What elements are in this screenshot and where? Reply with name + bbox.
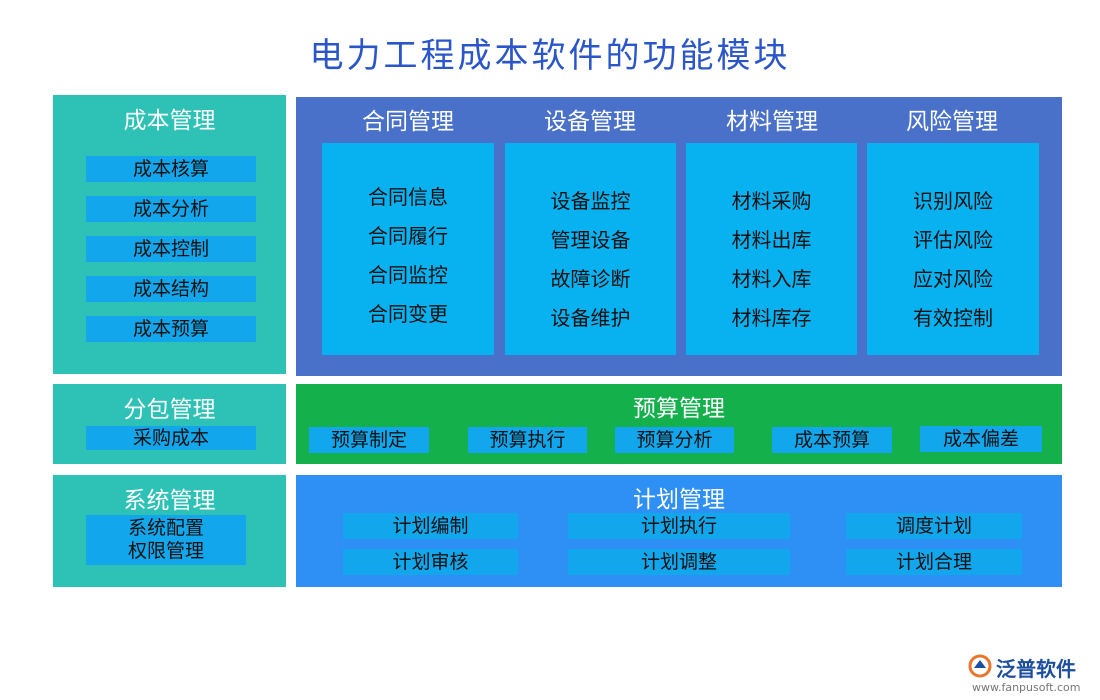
risk-item: 有效控制: [913, 306, 993, 330]
budget-item: 预算分析: [615, 427, 734, 453]
plan-item: 计划审核: [343, 549, 518, 575]
cost-item: 成本核算: [86, 156, 256, 182]
brand-mark-icon: [968, 654, 992, 678]
risk-item: 评估风险: [913, 228, 993, 252]
subcontract-title: 分包管理: [123, 397, 216, 423]
risk-management-title: 风险管理: [906, 109, 998, 135]
budget-item: 预算制定: [309, 427, 429, 453]
equipment-card: 设备监控 管理设备 故障诊断 设备维护: [505, 143, 676, 355]
budget-panel: 预算管理 预算制定 预算执行 预算分析 成本预算 成本偏差: [296, 384, 1062, 464]
system-title: 系统管理: [123, 488, 216, 514]
brand-name: 泛普软件: [996, 657, 1076, 681]
plan-item: 计划调整: [568, 549, 790, 575]
system-item: 系统配置: [127, 517, 204, 540]
risk-card: 识别风险 评估风险 应对风险 有效控制: [867, 143, 1039, 355]
cost-management-title: 成本管理: [123, 108, 216, 134]
cost-item: 成本分析: [86, 196, 256, 222]
material-item: 材料采购: [731, 189, 812, 213]
equipment-item: 设备维护: [550, 306, 631, 330]
subcontract-item: 采购成本: [86, 426, 256, 450]
material-management-title: 材料管理: [726, 109, 818, 135]
risk-item: 应对风险: [913, 267, 993, 291]
contract-item: 合同变更: [368, 302, 448, 326]
contract-card: 合同信息 合同履行 合同监控 合同变更: [322, 143, 494, 355]
risk-item: 识别风险: [913, 189, 993, 213]
system-item: 权限管理: [127, 540, 204, 562]
material-card: 材料采购 材料出库 材料入库 材料库存: [686, 143, 857, 355]
plan-item: 计划执行: [568, 513, 790, 539]
material-item: 材料入库: [731, 267, 812, 291]
plan-item: 调度计划: [846, 513, 1022, 539]
plan-item: 计划编制: [343, 513, 518, 539]
contract-management-title: 合同管理: [362, 109, 454, 135]
cost-item: 成本控制: [86, 236, 256, 262]
cost-management-panel: 成本管理 成本核算 成本分析 成本控制 成本结构 成本预算: [53, 95, 286, 374]
contract-item: 合同信息: [368, 185, 448, 209]
contract-item: 合同监控: [368, 263, 448, 287]
budget-item: 成本预算: [772, 427, 892, 453]
material-item: 材料库存: [731, 306, 812, 330]
equipment-item: 设备监控: [550, 189, 631, 213]
equipment-item: 管理设备: [550, 228, 631, 252]
material-item: 材料出库: [731, 228, 812, 252]
plan-item: 计划合理: [846, 549, 1022, 575]
cost-item: 成本结构: [86, 276, 256, 302]
budget-title: 预算管理: [633, 396, 725, 422]
subcontract-panel: 分包管理 采购成本: [53, 384, 286, 464]
brand-logo: 泛普软件 www.fanpusoft.com: [968, 651, 1098, 697]
contract-item: 合同履行: [368, 224, 448, 248]
equipment-management-title: 设备管理: [544, 109, 636, 135]
plan-panel: 计划管理 计划编制 计划执行 调度计划 计划审核 计划调整 计划合理: [296, 475, 1062, 587]
system-items-box: 系统配置 权限管理: [86, 515, 246, 565]
cost-item: 成本预算: [86, 316, 256, 342]
budget-item: 成本偏差: [920, 426, 1042, 452]
brand-url: www.fanpusoft.com: [972, 681, 1081, 694]
page-title: 电力工程成本软件的功能模块: [309, 36, 791, 76]
main-modules-panel: 合同管理 设备管理 材料管理 风险管理 合同信息 合同履行 合同监控 合同变更 …: [296, 97, 1062, 376]
equipment-item: 故障诊断: [550, 267, 631, 291]
plan-title: 计划管理: [633, 487, 725, 513]
budget-item: 预算执行: [468, 427, 587, 453]
system-panel: 系统管理 系统配置 权限管理: [53, 475, 286, 587]
